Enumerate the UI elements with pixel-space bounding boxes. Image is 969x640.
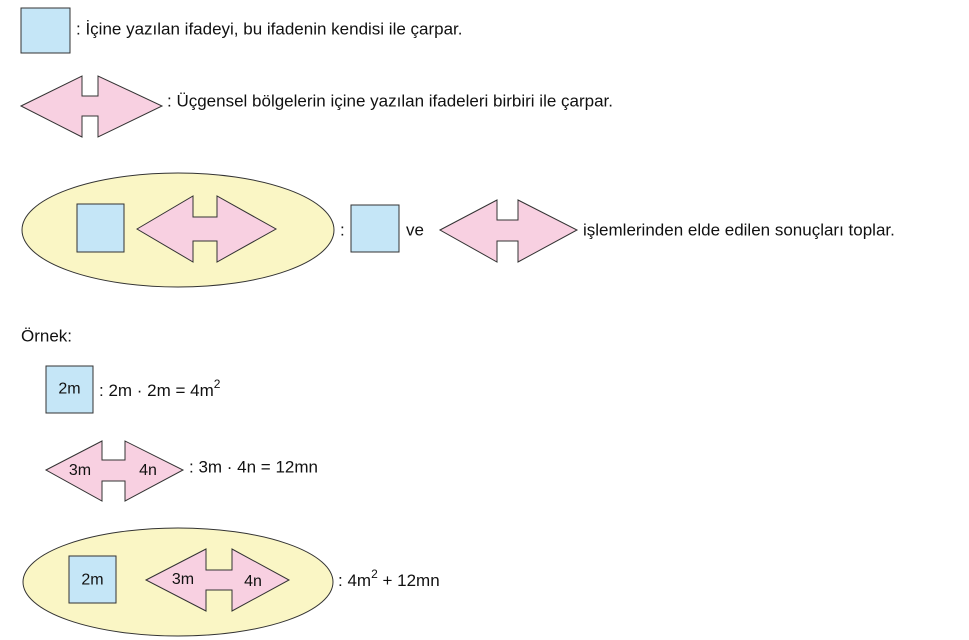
- example-ellipse-square-label: 2m: [81, 572, 103, 589]
- example-square-symbol: [45, 365, 94, 414]
- example-square-result-exponent: 2: [214, 377, 221, 391]
- example-ellipse-result-tail: + 12mn: [378, 571, 440, 590]
- example-ellipse-right-label: 4n: [244, 573, 262, 590]
- ellipse-square-symbol: [76, 203, 125, 253]
- ellipse-rule-tail: işlemlerinden elde edilen sonuçları topl…: [583, 220, 895, 239]
- ellipse-rule-colon: :: [340, 220, 345, 239]
- ellipse-arrow-symbol: [136, 195, 278, 263]
- example-heading: Örnek:: [21, 326, 72, 345]
- example-arrow-result: : 3m · 4n = 12mn: [189, 457, 318, 476]
- example-arrow-symbol: [44, 440, 185, 502]
- arrow-rule-text: : Üçgensel bölgelerin içine yazılan ifad…: [167, 91, 613, 110]
- example-ellipse-left-label: 3m: [172, 571, 194, 588]
- example-arrow-right-label: 4n: [139, 462, 157, 479]
- example-square-result: : 2m · 2m = 4m2: [99, 377, 221, 400]
- square-symbol: [20, 7, 71, 54]
- example-arrow-left-label: 3m: [69, 462, 91, 479]
- ellipse-rule-ve: ve: [406, 220, 424, 239]
- square-rule-text: : İçine yazılan ifadeyi, bu ifadenin ken…: [76, 19, 463, 38]
- ellipse-rule-square-symbol: [350, 204, 400, 253]
- example-ellipse-arrow-symbol: [144, 548, 291, 612]
- ellipse-rule-arrow-symbol: [438, 199, 579, 263]
- example-ellipse-square-symbol: [68, 555, 117, 604]
- example-square-result-base: : 2m · 2m = 4m: [99, 381, 214, 400]
- example-ellipse-result: : 4m2 + 12mn: [338, 567, 440, 590]
- example-ellipse-result-exponent: 2: [371, 567, 378, 581]
- example-square-label: 2m: [58, 381, 80, 398]
- example-ellipse-result-base: : 4m: [338, 571, 371, 590]
- double-arrow-symbol: [19, 75, 164, 138]
